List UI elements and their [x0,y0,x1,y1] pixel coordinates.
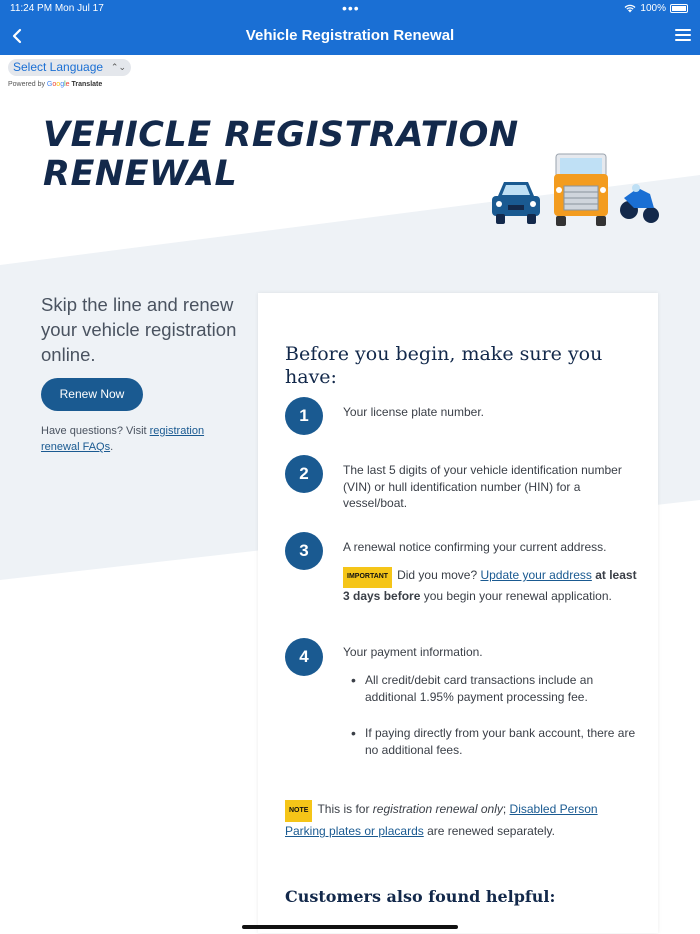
step-text: A renewal notice confirming your current… [343,540,607,554]
step-number: 1 [285,397,323,435]
car-icon [492,182,540,224]
checklist-card: Before you begin, make sure you have: 1 … [258,293,658,933]
status-bar: 11:24 PM Mon Jul 17 ••• 100% [0,0,700,18]
hero-title-line: VEHICLE REGISTRATION [43,115,519,155]
google-letter: o [52,81,57,88]
google-letter: o [56,81,61,88]
wifi-icon [624,4,636,13]
google-letter: l [64,81,66,88]
battery-icon [670,4,688,13]
google-letter: G [46,81,53,88]
google-letter: e [65,81,70,88]
list-item: If paying directly from your bank accoun… [351,725,636,758]
note-suffix: are renewed separately. [423,824,555,838]
powered-by-google: Powered by Google Translate [8,81,102,88]
step-text: Your payment information. [343,645,483,659]
faq-text: Have questions? Visit registration renew… [41,423,231,455]
note-prefix: This is for [317,802,373,816]
note-text: NOTE This is for registration renewal onl… [285,800,635,840]
select-chevron-icon: ⌃⌄ [110,62,126,72]
important-note: IMPORTANT Did you move? Update your addre… [343,567,638,604]
important-badge: IMPORTANT [343,567,393,588]
home-indicator[interactable] [242,925,458,929]
language-select-label: Select Language [13,60,104,74]
battery-percent: 100% [640,3,666,14]
faq-suffix: . [110,441,114,453]
note-italic: registration renewal only [372,802,503,816]
back-chevron-icon[interactable] [8,26,28,46]
hamburger-menu-icon[interactable] [675,29,691,43]
important-bold: at least 3 days before [343,568,637,603]
motorcycle-icon [620,184,659,223]
faq-prefix: Have questions? Visit [41,425,150,437]
status-time: 11:24 PM Mon Jul 17 [10,3,104,14]
status-right: 100% [624,3,688,14]
multitask-dots-icon[interactable]: ••• [342,0,360,16]
skip-line-text: Skip the line and renew your vehicle reg… [41,294,237,365]
disabled-parking-link[interactable]: Disabled Person Parking plates or placar… [285,802,598,838]
truck-icon [554,153,608,226]
step-number: 2 [285,455,323,493]
google-letter: g [60,81,65,88]
page-title: Vehicle Registration Renewal [245,27,455,44]
payment-bullets: All credit/debit card transactions inclu… [351,672,636,758]
hero-title: VEHICLE REGISTRATION RENEWAL [43,116,519,194]
important-suffix: you begin your renewal application. [420,588,612,603]
translate-link[interactable]: Translate [71,81,103,88]
language-select[interactable]: Select Language ⌃⌄ [8,59,131,76]
note-badge: NOTE [285,800,313,822]
powered-by-text: Powered by [8,81,45,88]
renew-now-button[interactable]: Renew Now [41,378,143,411]
hero-title-line: RENEWAL [43,154,238,194]
top-bar: 11:24 PM Mon Jul 17 ••• 100% Vehicle Reg… [0,0,700,55]
update-address-link[interactable]: Update your address [480,568,592,582]
also-helpful-heading: Customers also found helpful: [285,887,556,906]
step-number: 3 [285,532,323,570]
vehicles-illustration [492,153,659,226]
step-number: 4 [285,638,323,676]
list-item: All credit/debit card transactions inclu… [351,672,636,705]
step-text: The last 5 digits of your vehicle identi… [343,463,622,510]
card-title: Before you begin, make sure you have: [285,343,603,388]
important-prefix: Did you move? [397,568,481,582]
step-text: Your license plate number. [343,405,484,419]
note-middle: ; [502,802,510,816]
registration-faq-link[interactable]: registration renewal FAQs [41,425,205,453]
